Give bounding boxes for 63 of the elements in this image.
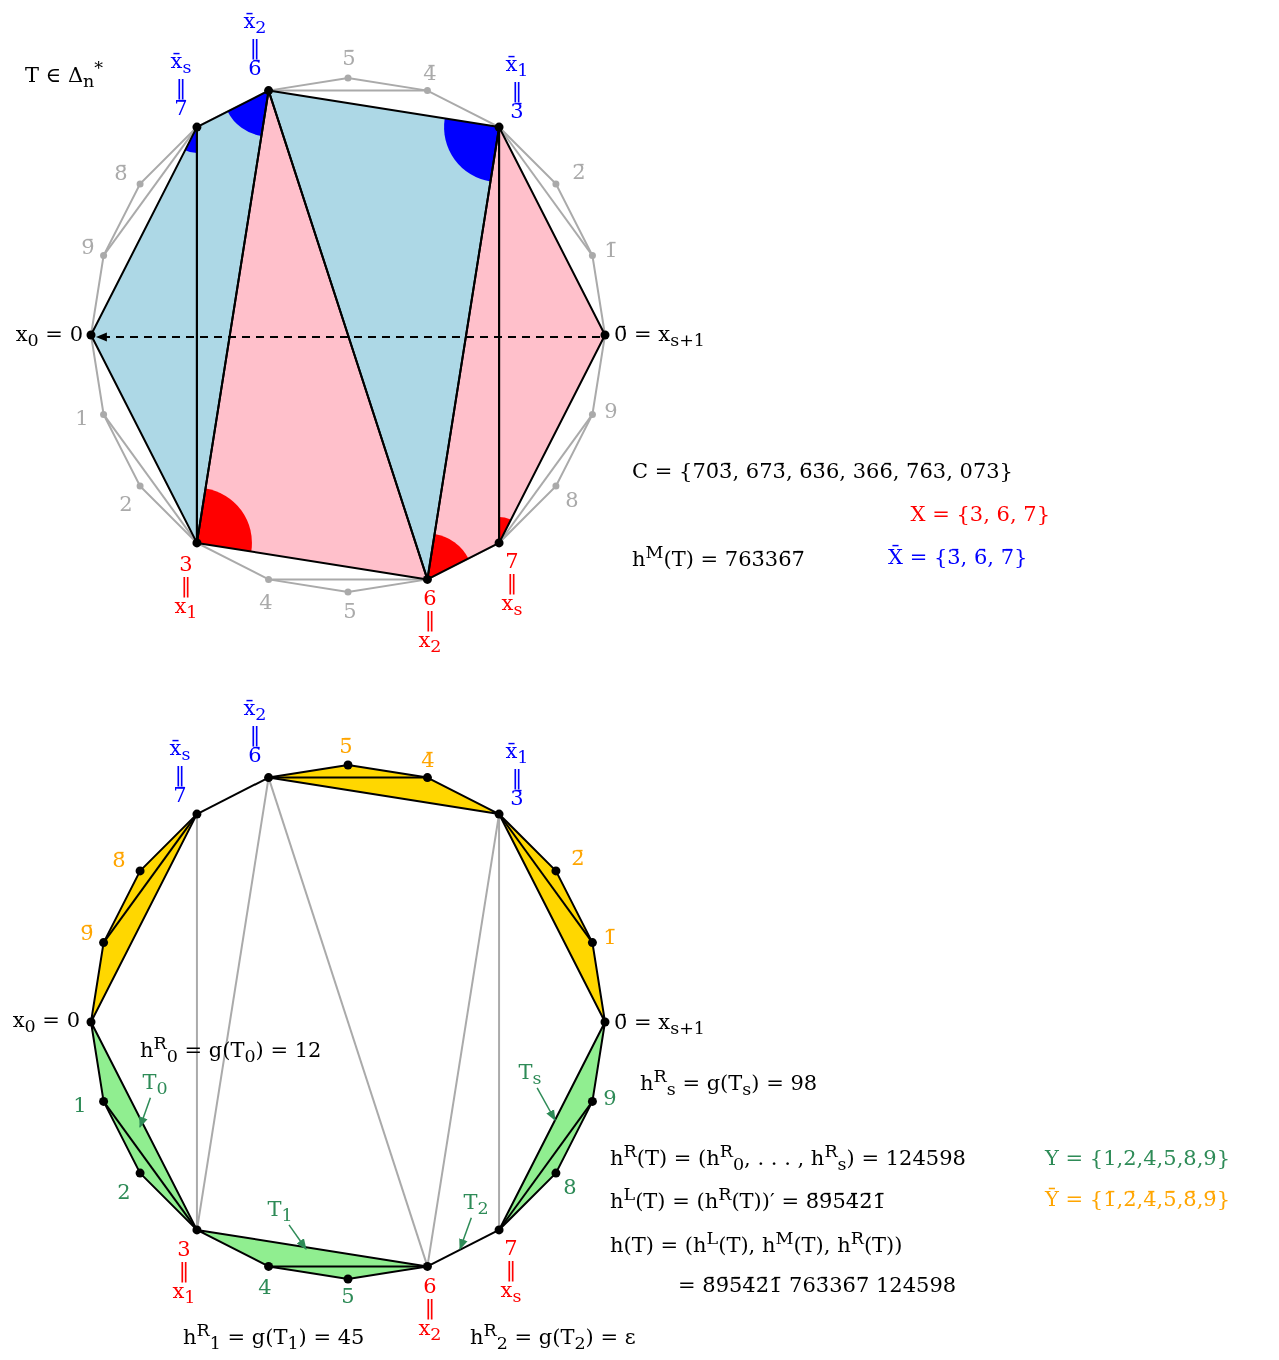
vertex-label: 2̄: [571, 847, 585, 869]
vertex-label: 3 ‖ x$_{1}$: [172, 1239, 196, 1307]
vertex-label: 5: [343, 600, 357, 622]
vertex-label: 9: [604, 400, 618, 422]
formula: Y = {1,2,4,5,8,9}: [1045, 1147, 1231, 1169]
subpolygon-label: T$_{0}$: [142, 1072, 168, 1098]
vertex-label: 2: [117, 1181, 131, 1203]
vertex-label: x$_{0}$ = 0: [12, 1010, 80, 1036]
vertex-label: 1: [75, 407, 89, 429]
vertex-label: x̄$_{1}$ ‖ 3̄: [505, 54, 529, 122]
leader-arrow: [288, 1224, 307, 1250]
vertex-label: 5: [341, 1285, 355, 1307]
vertex-label: 4: [259, 591, 273, 613]
formula: Ȳ = {1̄,2̄,4̄,5̄,8̄,9̄}: [1045, 1188, 1231, 1210]
vertex-label: 8: [565, 489, 579, 511]
vertex-label: x$_{0}$ = 0: [15, 324, 97, 350]
vertex-label: 9: [603, 1087, 617, 1109]
vertex-label: 5̄: [342, 47, 356, 69]
dashed-arrow: [95, 332, 601, 342]
vertex-label: 4: [258, 1276, 272, 1298]
formula: h$^{R}$$_{2}$ = g(T$_{2}$) = ε: [470, 1321, 636, 1353]
formula: h$^{R}$$_{0}$ = g(T$_{0}$) = 12: [140, 1034, 322, 1066]
leader-arrow: [459, 1217, 473, 1251]
vertex-label: 3 ‖ x$_{1}$: [174, 554, 198, 622]
formula: h$^{R}$$_{1}$ = g(T$_{1}$) = 45: [183, 1321, 365, 1353]
vertex-label: 8̄: [114, 162, 128, 184]
vertex-label: 8: [563, 1176, 577, 1198]
formula: h(T) = (h$^{L}$(T), h$^{M}$(T), h$^{R}$(T)): [610, 1230, 903, 1256]
vertex-label: 1̄: [604, 239, 618, 261]
vertex-label: 9̄: [81, 236, 95, 258]
leader-arrow: [139, 1097, 152, 1129]
formula: X = {3, 6, 7}: [910, 503, 1050, 525]
leader-arrow: [536, 1087, 556, 1121]
vertex-label: 5̄: [339, 735, 353, 757]
formula: = 8̄9̄5̄4̄2̄1̄ 763̄36̄7̄ 124598: [678, 1274, 957, 1296]
vertex-label: 4̄: [423, 62, 437, 84]
vertex-label: 2̄: [572, 161, 586, 183]
vertex-label: x̄$_{s}$ ‖ 7̄: [170, 51, 192, 119]
formula: h$^{R}$$_{s}$ = g(T$_{s}$) = 98: [640, 1067, 818, 1099]
formula: h$^{R}$(T) = (h$^{R}$$_{0}$, . . . , h$^{R}$$_{s}$) = 124598: [610, 1142, 966, 1174]
subpolygon-label: T$_{1}$: [267, 1199, 293, 1225]
vertex-label: 6 ‖ x$_{2}$: [418, 588, 442, 656]
vertex-label: x̄$_{1}$ ‖ 3̄: [505, 741, 529, 809]
vertex-label: x̄$_{s}$ ‖ 7̄: [169, 738, 191, 806]
vertex-label: 1: [73, 1094, 87, 1116]
vertex-label: 0̄ = x$_{s+1}$: [614, 1012, 705, 1038]
vertex-label: 2: [119, 493, 133, 515]
vertex-label: 8̄: [112, 849, 126, 871]
vertex-label: 1̄: [603, 926, 617, 948]
vertex-label: 0̄ = x$_{s+1}$: [600, 324, 705, 350]
subpolygon-label: T$_{2}$: [463, 1192, 489, 1218]
vertex-label: 6 ‖ x$_{2}$: [418, 1276, 442, 1344]
formula: C = {70̄3̄, 673̄, 6̄3̄6, 366̄, 7̄6̄3, 07̄3}: [632, 460, 1013, 482]
vertex-label: x̄$_{2}$ ‖ 6̄: [243, 698, 267, 766]
vertex-label: 7 ‖ x$_{s}$: [501, 551, 523, 619]
vertex-label: 7 ‖ x$_{s}$: [500, 1238, 522, 1306]
formula: X̄ = {3̄, 6̄, 7̄}: [888, 546, 1028, 568]
formula: h$^{L}$(T) = (h$^{R}$(T))′ = 8̄9̄5̄4̄2̄1̄: [610, 1186, 886, 1212]
vertex-label: 4̄: [421, 749, 435, 771]
vertex-label: x̄$_{2}$ ‖ 6̄: [243, 11, 267, 79]
vertex-label: 9̄: [80, 922, 94, 944]
subpolygon-label: T$_{s}$: [518, 1062, 542, 1088]
formula: h$^{M}$(T) = 763̄36̄7̄: [632, 544, 805, 570]
